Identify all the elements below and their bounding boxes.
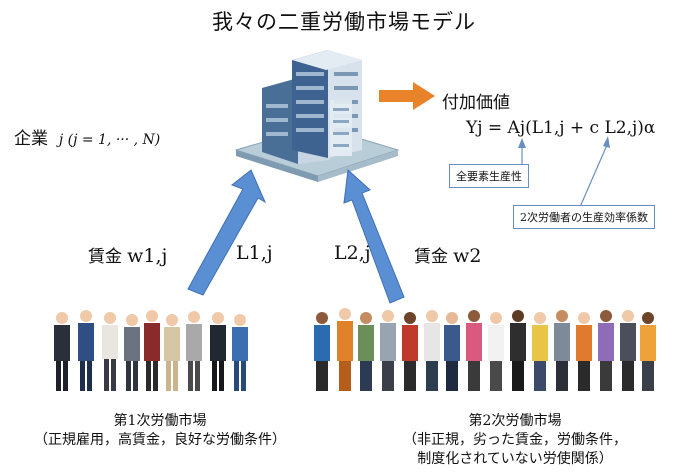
secondary-market-desc-2: 制度化されていない労使関係）: [417, 451, 613, 467]
production-function: Yj = Aj(L1,j + c L2,j)α: [466, 118, 656, 138]
primary-market-title: 第1次労働市場: [113, 413, 207, 429]
secondary-market-desc-1: （非正規，劣った賃金，労働条件，: [403, 432, 627, 448]
primary-wage-text: 賃金: [88, 247, 122, 267]
primary-wage-symbol: w1,j: [127, 245, 168, 267]
primary-workers-group: [54, 310, 248, 391]
secondary-market-title: 第2次労働市場: [468, 413, 562, 429]
primary-wage-label: 賃金 w1,j: [88, 242, 167, 267]
efficiency-coefficient-box: 2次労働者の生産効率係数: [513, 205, 655, 229]
primary-labor-arrow-icon: [187, 169, 267, 296]
secondary-wage-text: 賃金: [414, 247, 448, 267]
secondary-labor-symbol: L2,j: [334, 242, 371, 264]
primary-market-caption: 第1次労働市場 （正規雇用，高賃金，良好な労働条件）: [10, 412, 310, 450]
efficiency-callout-line: [579, 136, 610, 208]
added-value-label: 付加価値: [442, 93, 510, 113]
secondary-wage-label: 賃金 w2: [414, 242, 481, 267]
secondary-wage-symbol: w2: [453, 245, 482, 267]
firm-label: 企業 j (j = 1, ··· , N): [14, 124, 160, 149]
secondary-labor-arrow-icon: [343, 168, 405, 304]
primary-labor-symbol: L1,j: [236, 242, 273, 264]
firm-index: j (j = 1, ··· , N): [58, 132, 161, 148]
secondary-workers-group: [314, 308, 656, 391]
firm-label-text: 企業: [14, 129, 48, 149]
primary-market-desc: （正規雇用，高賃金，良好な労働条件）: [34, 432, 286, 448]
orange-arrow-icon: [379, 82, 435, 110]
tfp-label-box: 全要素生産性: [449, 164, 529, 188]
tfp-callout-line: [518, 138, 526, 166]
page-title: 我々の二重労働市場モデル: [212, 10, 476, 34]
office-building-icon: [234, 50, 400, 182]
secondary-market-caption: 第2次労働市場 （非正規，劣った賃金，労働条件， 制度化されていない労使関係）: [350, 412, 680, 469]
